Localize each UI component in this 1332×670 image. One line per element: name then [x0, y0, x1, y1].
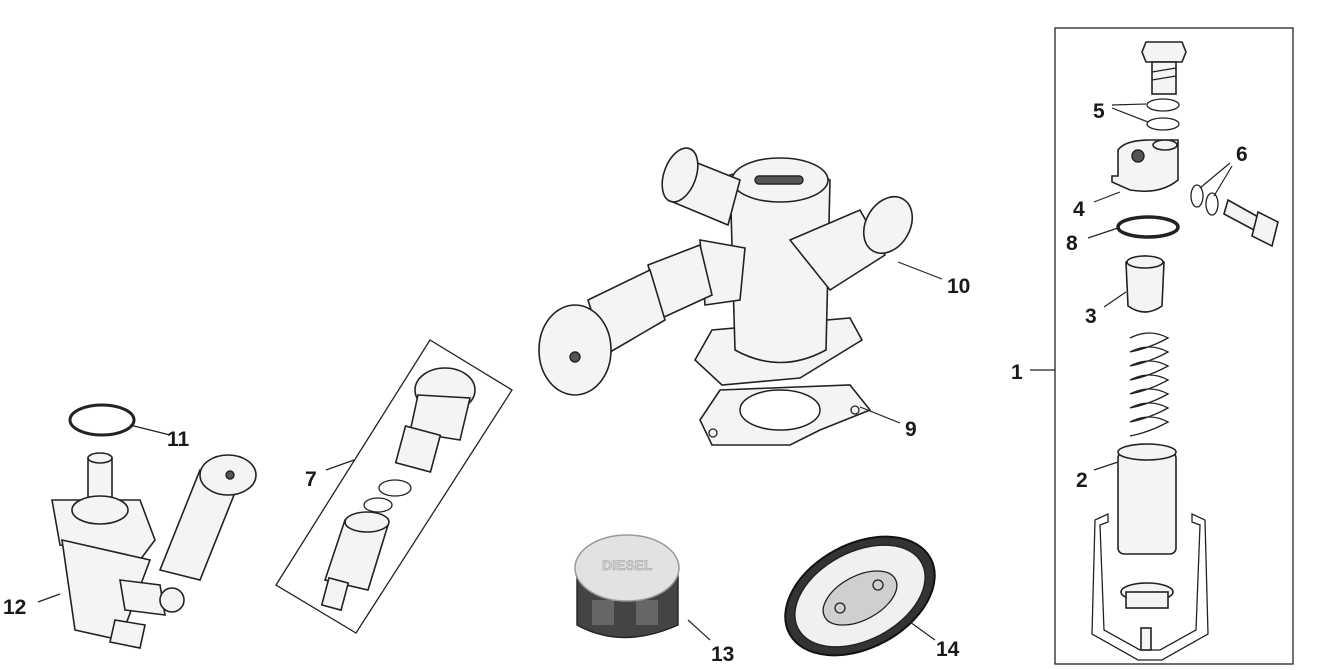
banjo-bolt-side [1223, 198, 1279, 248]
label-part-7: 7 [305, 468, 317, 491]
sealing-washers-6 [1190, 184, 1219, 216]
label-part-13: 13 [711, 643, 734, 666]
label-part-6: 6 [1236, 143, 1248, 166]
spring [1129, 332, 1170, 437]
label-part-14: 14 [936, 638, 960, 661]
retaining-bracket [1091, 512, 1209, 661]
banjo-bolt-top [1141, 41, 1187, 95]
o-ring-8 [1116, 215, 1180, 239]
label-part-3: 3 [1085, 305, 1097, 328]
filter-head-4 [1111, 139, 1179, 193]
hand-primer-pump-10 [538, 147, 914, 396]
label-part-5: 5 [1093, 100, 1105, 123]
kit-7-parts [320, 367, 476, 612]
label-part-9: 9 [905, 418, 917, 441]
sealing-washers-5 [1146, 98, 1180, 131]
label-part-8: 8 [1066, 232, 1078, 255]
o-ring-11 [68, 403, 136, 437]
label-part-12: 12 [3, 596, 26, 619]
bracket-screw [1140, 627, 1152, 651]
label-part-1: 1 [1011, 361, 1023, 384]
label-part-11: 11 [167, 428, 190, 451]
gasket-9 [699, 384, 872, 446]
diesel-filler-cap-13: DIESEL [574, 534, 680, 639]
label-part-4: 4 [1073, 198, 1085, 221]
tank-cap-14 [784, 535, 936, 657]
label-part-2: 2 [1076, 469, 1088, 492]
kit-7-frame [275, 339, 513, 634]
filter-insert-3 [1125, 255, 1165, 313]
cap-marking: DIESEL [602, 557, 653, 573]
glass-bowl-2 [1117, 443, 1177, 609]
assembly-1-frame [1054, 27, 1294, 665]
label-part-10: 10 [947, 275, 970, 298]
feed-pump-12 [51, 452, 257, 649]
